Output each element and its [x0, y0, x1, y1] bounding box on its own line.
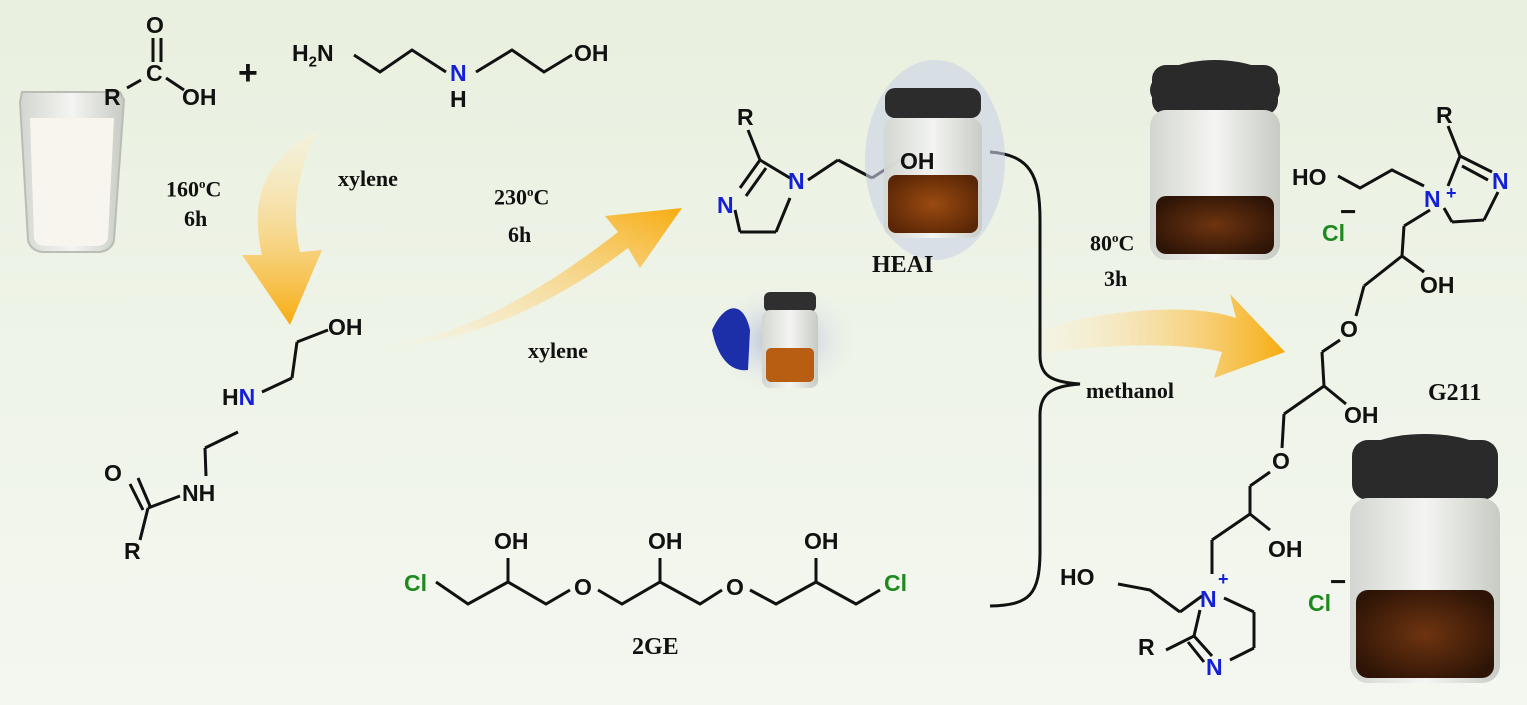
heai-label: HEAI: [872, 252, 934, 278]
g211-bottom-n3: N: [1206, 654, 1223, 680]
vial-methanol: [1150, 60, 1280, 260]
heai-n1: N: [788, 168, 805, 194]
step1-time: 6h: [184, 206, 208, 231]
secondary-amine-h: H: [450, 86, 467, 112]
g211-bottom-cl: Cl: [1308, 590, 1331, 616]
g211-oh-1: OH: [1420, 272, 1455, 298]
acid-hydroxyl: OH: [182, 84, 217, 110]
reagent-hydroxyl: OH: [574, 40, 609, 66]
acid-r-group: R: [104, 84, 121, 110]
carbonyl-oxygen: O: [146, 12, 164, 38]
g211-bottom-n1: N: [1200, 586, 1217, 612]
heai-hydroxyl: OH: [900, 148, 935, 174]
2ge-cl-right: Cl: [884, 570, 907, 596]
2ge-oh-3: OH: [804, 528, 839, 554]
amide-oxygen: O: [104, 460, 122, 486]
step3-temp: 80oC: [1090, 230, 1135, 256]
arrow-step3: [1040, 294, 1285, 378]
g211-top-n3: N: [1492, 168, 1509, 194]
g211-top-cl: Cl: [1322, 220, 1345, 246]
step3-time: 3h: [1104, 266, 1128, 291]
g211-bottom-r: R: [1138, 634, 1155, 660]
g211-top-r: R: [1436, 102, 1453, 128]
g211-oh-3: OH: [1268, 536, 1303, 562]
beaker-image: [18, 91, 126, 253]
arrow-step1: [242, 130, 322, 325]
g211-o-1: O: [1340, 316, 1358, 342]
g211-bottom-ho: HO: [1060, 564, 1095, 590]
2ge-oh-1: OH: [494, 528, 529, 554]
amide-hydroxyl: OH: [328, 314, 363, 340]
2ge-o-2: O: [726, 574, 744, 600]
g211-o-2: O: [1272, 448, 1290, 474]
arrow-step2: [388, 208, 682, 345]
step2-solvent: xylene: [528, 338, 588, 363]
carbonyl-carbon: C: [146, 60, 163, 86]
amide-secondary-amine: HN: [222, 384, 256, 410]
g211-bottom-cl-charge: −: [1330, 566, 1347, 597]
2ge-oh-2: OH: [648, 528, 683, 554]
amide-nh: NH: [182, 480, 216, 506]
secondary-amine-n: N: [450, 60, 467, 86]
g211-top-plus: +: [1446, 183, 1457, 203]
heai-r-group: R: [737, 104, 754, 130]
heai-n3: N: [717, 192, 734, 218]
plus-sign: +: [238, 54, 258, 92]
step1-temp: 160oC: [166, 176, 222, 202]
step2-temp: 230oC: [494, 184, 550, 210]
combine-brace: [989, 150, 1081, 608]
g211-top-n1: N: [1424, 186, 1441, 212]
step2-time: 6h: [508, 222, 532, 247]
2ge-o-1: O: [574, 574, 592, 600]
g211-label: G211: [1428, 380, 1482, 406]
g211-top-ho: HO: [1292, 164, 1327, 190]
primary-amine: H2N: [292, 40, 334, 71]
g211-oh-2: OH: [1344, 402, 1379, 428]
vial-small: [710, 288, 854, 392]
2ge-cl-left: Cl: [404, 570, 427, 596]
g211-top-cl-charge: −: [1340, 196, 1357, 227]
vial-heai: [865, 60, 1005, 260]
2ge-label: 2GE: [632, 634, 679, 660]
step1-solvent: xylene: [338, 166, 398, 191]
step3-solvent: methanol: [1086, 378, 1174, 403]
g211-bottom-plus: +: [1218, 569, 1229, 589]
amide-r-group: R: [124, 538, 141, 564]
vial-g211: [1350, 434, 1500, 683]
